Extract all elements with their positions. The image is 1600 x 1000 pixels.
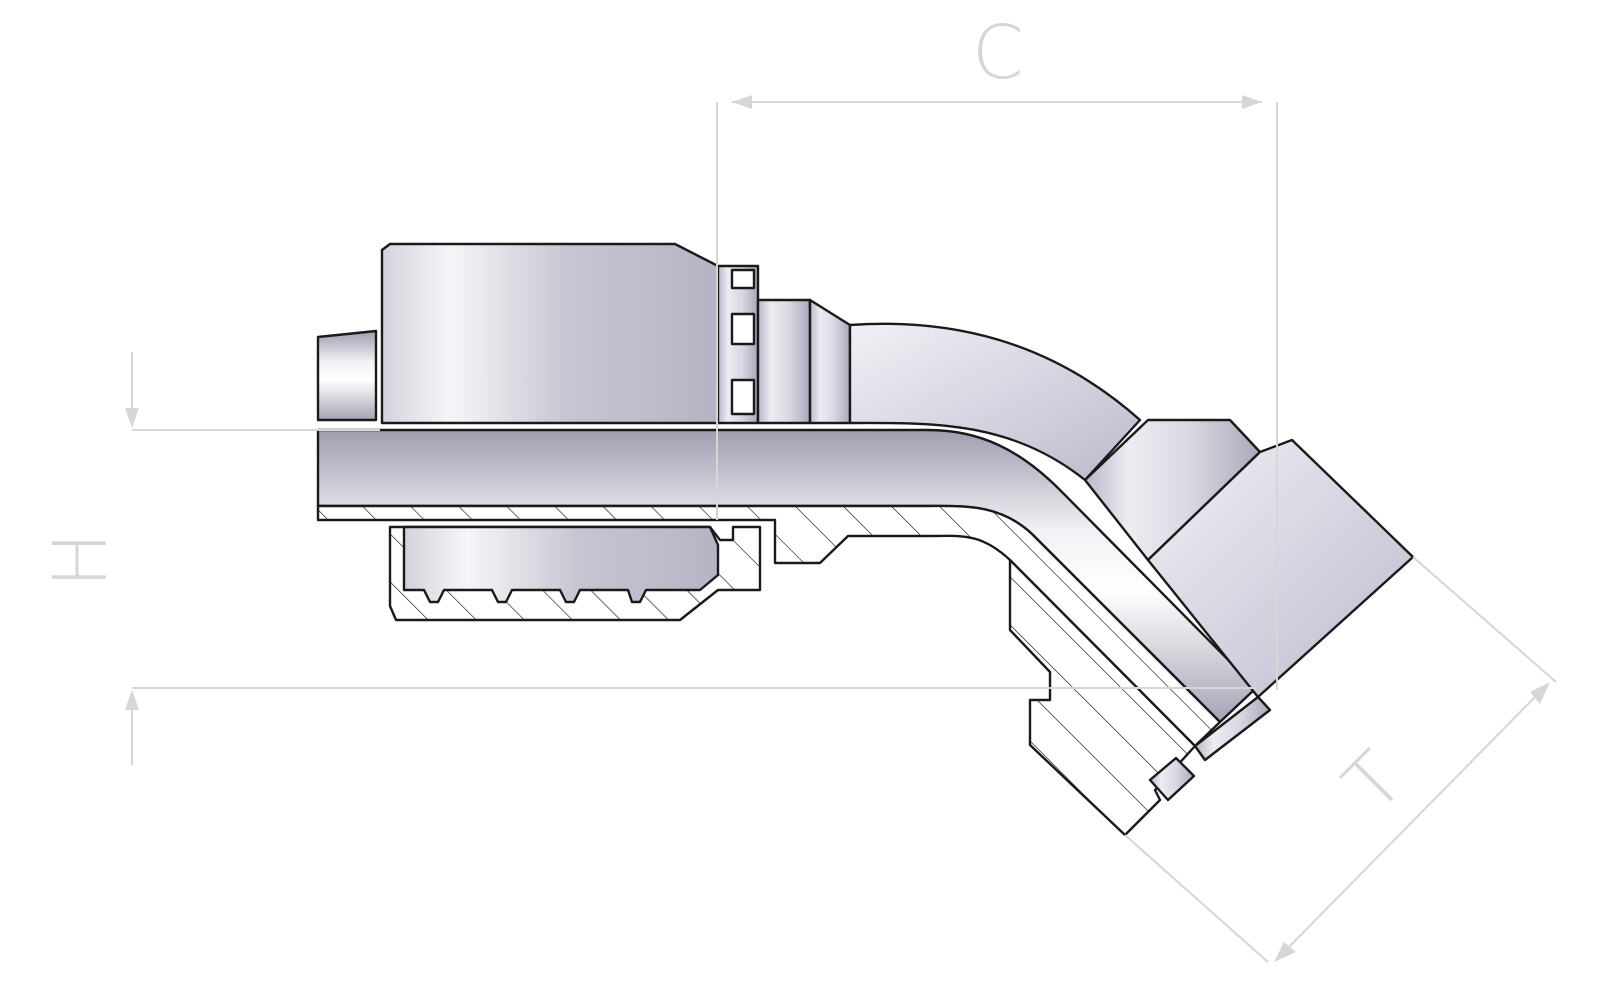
flange-nut-ring xyxy=(1083,418,1262,562)
flange-face xyxy=(1193,695,1272,762)
ferrule-collar xyxy=(716,264,852,425)
o-ring-groove xyxy=(1148,756,1196,802)
dimension-c-label: C xyxy=(972,10,1024,96)
bent-tube xyxy=(848,322,1142,482)
dimension-c: C xyxy=(716,10,1278,690)
fitting-body xyxy=(316,242,1415,837)
insert-stub xyxy=(316,329,378,422)
dimension-h: H xyxy=(38,352,1256,765)
dimension-h-label: H xyxy=(38,532,124,588)
ferrule-teeth xyxy=(402,525,720,604)
ferrule-upper xyxy=(380,242,720,425)
flange-nut xyxy=(1146,438,1415,699)
dimension-t-label: T xyxy=(1328,736,1421,829)
